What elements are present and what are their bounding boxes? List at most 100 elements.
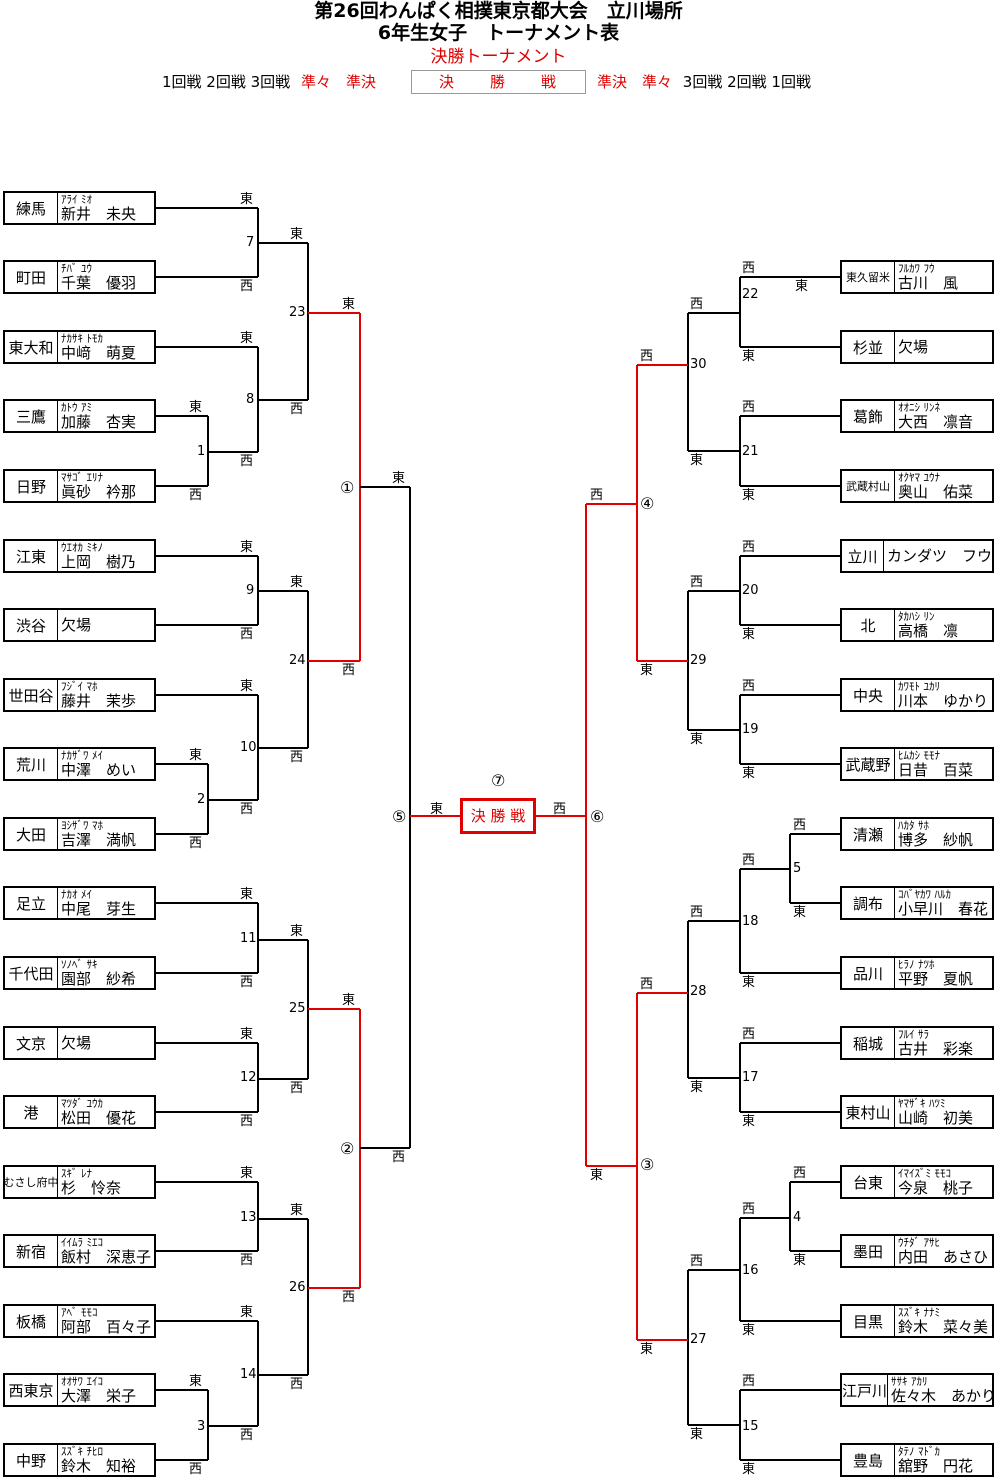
east-label: 東 [240, 192, 254, 207]
entry-left-8: 世田谷ﾌｼﾞｲ ﾏﾎ藤井 茉歩 [3, 678, 156, 712]
entry-left-5: 日野ﾏｻｺﾞ ｴﾘﾅ眞砂 衿那 [3, 469, 156, 503]
wrestler-kanji: 山崎 初美 [898, 1108, 974, 1127]
wrestler-kana: ﾏｻｺﾞ ｴﾘﾅ [61, 470, 103, 484]
prefecture-label: 大田 [5, 819, 58, 849]
wrestler-kanji: 藤井 茉歩 [61, 691, 137, 710]
wrestler-name: ﾀﾃﾉ ﾏﾄﾞｶ舘野 円花 [895, 1445, 992, 1475]
west-label: 西 [240, 1428, 254, 1443]
entry-right-4: 武蔵村山ｵｸﾔﾏ ﾕｳﾅ奥山 佑菜 [840, 469, 994, 503]
bout-number: 8 [246, 392, 255, 407]
wrestler-kana: ｶﾜﾓﾄ ﾕｶﾘ [898, 679, 940, 693]
bout-number: 7 [246, 235, 255, 250]
prefecture-label: 立川 [842, 541, 884, 571]
east-label: 東 [742, 349, 756, 364]
entry-right-7: 中央ｶﾜﾓﾄ ﾕｶﾘ川本 ゆかり [840, 678, 994, 712]
wrestler-kanji: 高橋 凛 [898, 621, 959, 640]
west-label: 西 [742, 853, 756, 868]
wrestler-name: ﾋﾑｶｼ ﾓﾓﾅ日昔 百菜 [895, 749, 992, 779]
entry-left-10: 大田ﾖｼｻﾞﾜ ﾏﾎ吉澤 満帆 [3, 817, 156, 851]
wrestler-kana: ｱﾍﾞ ﾓﾓｺ [61, 1305, 98, 1319]
title-line-3: 決勝トーナメント [430, 47, 567, 67]
east-label: 東 [690, 453, 704, 468]
bout-number: 20 [742, 583, 759, 598]
prefecture-label: むさし府中 [4, 1167, 59, 1197]
wrestler-kanji: 鈴木 知裕 [61, 1456, 137, 1475]
west-label: 西 [742, 1027, 756, 1042]
bout-number: 26 [289, 1280, 306, 1295]
west-label: 西 [240, 1253, 254, 1268]
bout-number: 9 [246, 583, 255, 598]
east-label: 東 [189, 400, 203, 415]
title-line-2: 6年生女子 トーナメント表 [377, 22, 620, 44]
wrestler-name: ｵｵﾆｼ ﾘﾝﾈ大西 凛音 [895, 401, 992, 431]
wrestler-kana: ﾖｼｻﾞﾜ ﾏﾎ [61, 818, 103, 832]
wrestler-kanji: 杉 怜奈 [61, 1178, 122, 1197]
final-match-box: 決 勝 戦 [460, 798, 536, 834]
entry-right-5: 立川カンダツ フウ [840, 539, 994, 573]
round-header-left: 1回戦 2回戦 3回戦 準々 準決 [162, 72, 376, 92]
wrestler-name: ｶﾄｳ ｱﾐ加藤 杏実 [58, 401, 154, 431]
east-label: 東 [240, 887, 254, 902]
wrestler-name: ｲｲﾑﾗ ﾐｴｺ飯村 深恵子 [58, 1236, 154, 1266]
west-label: 西 [342, 1290, 356, 1305]
wrestler-name: ｱﾍﾞ ﾓﾓｺ阿部 百々子 [58, 1306, 154, 1336]
bout-number: 2 [197, 792, 206, 807]
bout-number: 12 [240, 1070, 257, 1085]
wrestler-kana: ﾀｶﾊｼ ﾘﾝ [898, 609, 935, 623]
entry-left-1: 練馬ｱﾗｲ ﾐｵ新井 未央 [3, 191, 156, 225]
wrestler-kana: ﾀﾃﾉ ﾏﾄﾞｶ [898, 1444, 940, 1458]
bout-number: 5 [793, 861, 802, 876]
bout-number: 18 [742, 914, 759, 929]
east-label: 東 [240, 679, 254, 694]
wrestler-kana: ﾋﾗﾉ ﾅﾂﾎ [898, 957, 935, 971]
wrestler-kanji: 古井 彩楽 [898, 1039, 974, 1058]
wrestler-kana: ﾔﾏｻﾞｷ ﾊﾂﾐ [898, 1096, 946, 1110]
wrestler-kana: ｻｻｷ ｱｶﾘ [891, 1374, 928, 1388]
east-label: 東 [590, 1168, 604, 1183]
east-label: 東 [742, 975, 756, 990]
round-header-right: 準決 準々 3回戦 2回戦 1回戦 [597, 72, 811, 92]
entry-right-14: 台東ｲﾏｲｽﾞﾐ ﾓﾓｺ今泉 桃子 [840, 1165, 994, 1199]
wrestler-kana: ﾅｶｻﾞﾜ ﾒｲ [61, 748, 103, 762]
wrestler-kanji: 上岡 樹乃 [61, 552, 137, 571]
wrestler-kanji: 中﨑 萌夏 [61, 343, 137, 362]
bout-number: 11 [240, 931, 257, 946]
east-label: 東 [240, 1166, 254, 1181]
prefecture-label: 新宿 [5, 1236, 58, 1266]
wrestler-kana: ﾋﾑｶｼ ﾓﾓﾅ [898, 748, 940, 762]
bout-number: 10 [240, 740, 257, 755]
bout-number: 4 [793, 1210, 802, 1225]
wrestler-kana: ｽｽﾞｷ ﾁﾋﾛ [61, 1444, 103, 1458]
wrestler-name: ﾖｼｻﾞﾜ ﾏﾎ吉澤 満帆 [58, 819, 154, 849]
prefecture-label: 墨田 [842, 1236, 895, 1266]
prefecture-label: 江東 [5, 541, 58, 571]
bout-circle-number: ⑦ [491, 771, 506, 790]
west-label: 西 [742, 1202, 756, 1217]
west-label: 西 [189, 488, 203, 503]
east-label: 東 [240, 1027, 254, 1042]
west-label: 西 [793, 818, 807, 833]
east-label: 東 [640, 663, 654, 678]
entry-right-16: 目黒ｽｽﾞｷ ﾅﾅﾐ鈴木 菜々美 [840, 1304, 994, 1338]
west-label: 西 [240, 627, 254, 642]
prefecture-label: 武蔵村山 [842, 471, 895, 501]
wrestler-name: 欠場 [58, 610, 154, 640]
bout-circle-number: ⑤ [392, 807, 407, 826]
wrestler-kana: ﾅｶｻｷ ﾄﾓｶ [61, 331, 103, 345]
wrestler-name: ｻｻｷ ｱｶﾘ佐々木 あかり [888, 1375, 996, 1405]
prefecture-label: 豊島 [842, 1445, 895, 1475]
wrestler-name: ﾌｼﾞｲ ﾏﾎ藤井 茉歩 [58, 680, 154, 710]
entry-left-14: 港ﾏﾂﾀﾞ ﾕｳｶ松田 優花 [3, 1095, 156, 1129]
wrestler-kanji: 飯村 深恵子 [61, 1247, 152, 1266]
entry-right-6: 北ﾀｶﾊｼ ﾘﾝ高橋 凛 [840, 608, 994, 642]
east-label: 東 [742, 627, 756, 642]
entry-left-16: 新宿ｲｲﾑﾗ ﾐｴｺ飯村 深恵子 [3, 1234, 156, 1268]
east-label: 東 [690, 1080, 704, 1095]
wrestler-kana: ｺﾊﾞﾔｶﾜ ﾊﾙｶ [898, 887, 951, 901]
prefecture-label: 江戸川 [842, 1375, 889, 1405]
wrestler-kanji: カンダツ フウ [886, 546, 992, 565]
entry-left-12: 千代田ｿﾉﾍﾞ ｻｷ園部 紗希 [3, 956, 156, 990]
round-labels-left: 1回戦 2回戦 3回戦 [162, 73, 291, 91]
wrestler-kanji: 平野 夏帆 [898, 969, 974, 988]
